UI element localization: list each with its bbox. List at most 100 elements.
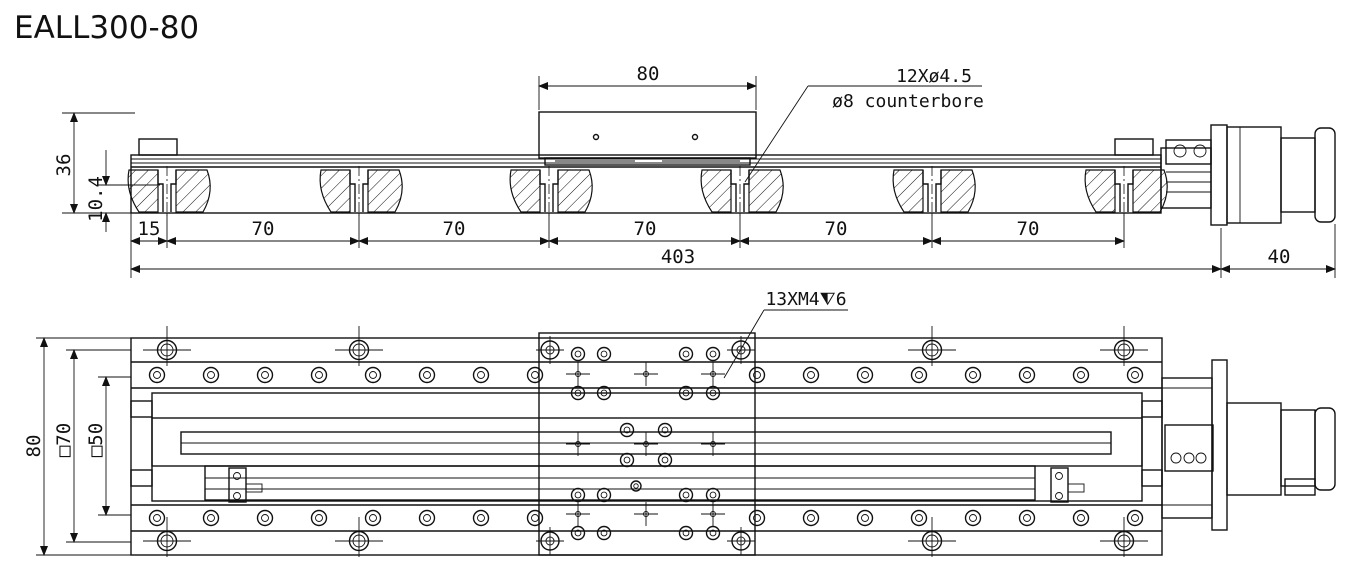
base-mount-hole — [143, 517, 191, 557]
front-carriage — [538, 111, 757, 166]
rail-bolt — [418, 366, 436, 384]
base-mount-hole — [1100, 517, 1148, 557]
dim-text-15: 15 — [138, 218, 161, 240]
carriage-hole — [619, 452, 635, 468]
rail-bolt — [472, 366, 490, 384]
center-mark — [634, 502, 658, 526]
carriage-hole — [705, 525, 721, 541]
dim-text-top-80: 80 — [23, 435, 45, 458]
rail-bolt — [148, 366, 166, 384]
rail-bolt — [202, 509, 220, 527]
center-mark — [634, 362, 658, 386]
front-cross-sections — [127, 166, 1168, 216]
base-mount-hole — [335, 326, 383, 366]
rail-bolt — [748, 509, 766, 527]
carriage-hole — [596, 346, 612, 362]
rail-bolt — [310, 366, 328, 384]
dim-text-80: 80 — [637, 63, 660, 85]
base-mount-hole — [908, 326, 956, 366]
rail-bolt — [1126, 366, 1144, 384]
carriage-hole — [570, 487, 586, 503]
note-threaded-holes: 13XM4⧨6 — [723, 289, 848, 379]
center-mark — [566, 502, 590, 526]
carriage-hole — [657, 452, 673, 468]
center-mark — [701, 432, 725, 456]
rail-bolt — [526, 366, 544, 384]
center-mark — [701, 362, 725, 386]
dim-text-403: 403 — [661, 246, 695, 268]
note-holes-text: 12Xø4.5 — [896, 66, 972, 87]
rail-bolt — [802, 509, 820, 527]
carriage-hole — [596, 487, 612, 503]
carriage-hole — [678, 385, 694, 401]
dim-carriage-width: 80 — [538, 63, 757, 110]
top-motor-assembly — [1161, 359, 1336, 531]
top-view: 13XM4⧨6 80 □70 □50 — [23, 289, 1336, 557]
carriage-hole — [678, 346, 694, 362]
carriage-hole — [705, 385, 721, 401]
dim-text-sq70: □70 — [53, 423, 75, 457]
front-end-stop-right — [1114, 138, 1154, 156]
top-carriage-plate — [536, 332, 756, 556]
carriage-hole — [678, 487, 694, 503]
rail-bolt — [364, 366, 382, 384]
rail-bolt — [418, 509, 436, 527]
base-mount-hole — [908, 517, 956, 557]
note-threads-text: 13XM4⧨6 — [765, 289, 846, 310]
limit-sensor-right — [1050, 467, 1085, 503]
carriage-hole — [678, 525, 694, 541]
carriage-hole — [705, 487, 721, 503]
dim-text-70-e: 70 — [1017, 218, 1040, 240]
dim-top-widths: 80 □70 □50 — [23, 337, 131, 556]
cross-section-3 — [509, 166, 593, 216]
carriage-hole — [570, 346, 586, 362]
cross-section-4 — [700, 166, 784, 216]
rail-bolt — [148, 509, 166, 527]
rail-bolt — [526, 509, 544, 527]
note-mounting-holes: 12Xø4.5 ø8 counterbore — [744, 66, 984, 183]
rail-bolt — [1072, 366, 1090, 384]
limit-sensor-left — [228, 467, 263, 503]
rail-bolt — [364, 509, 382, 527]
front-view: 80 12Xø4.5 ø8 counterbore 36 10.4 — [53, 63, 1336, 278]
dim-text-36: 36 — [53, 154, 75, 177]
cross-section-6 — [1084, 166, 1168, 216]
rail-bolt — [1018, 509, 1036, 527]
center-mark — [566, 432, 590, 456]
rail-bolt — [910, 366, 928, 384]
note-counterbore-text: ø8 counterbore — [832, 91, 984, 112]
rail-bolt — [802, 366, 820, 384]
cross-section-5 — [892, 166, 976, 216]
carriage-center-hole — [630, 480, 642, 492]
dim-pitch: 15 70 70 70 70 70 — [130, 213, 1125, 278]
base-mount-hole — [1100, 326, 1148, 366]
rail-bolt — [1018, 366, 1036, 384]
rail-bolt — [748, 366, 766, 384]
dim-overall: 403 40 — [130, 224, 1336, 278]
rail-bolt — [964, 509, 982, 527]
front-motor-assembly — [1160, 124, 1336, 226]
rail-bolt — [856, 509, 874, 527]
dim-text-sq50: □50 — [85, 423, 107, 457]
rail-bolt — [202, 366, 220, 384]
front-end-stop-left — [138, 138, 178, 156]
carriage-hole — [596, 525, 612, 541]
cross-section-1 — [127, 166, 211, 216]
center-mark — [566, 362, 590, 386]
base-mount-hole — [335, 517, 383, 557]
rail-bolt — [256, 509, 274, 527]
carriage-hole — [570, 525, 586, 541]
top-mounting-holes — [143, 326, 1148, 557]
rail-bolt — [1072, 509, 1090, 527]
carriage-hole — [705, 346, 721, 362]
center-mark — [701, 502, 725, 526]
rail-bolt — [310, 509, 328, 527]
carriage-hole — [596, 385, 612, 401]
rail-bolt — [256, 366, 274, 384]
carriage-hole — [657, 422, 673, 438]
front-base-body — [130, 154, 1162, 214]
center-mark — [634, 432, 658, 456]
rail-bolt — [910, 509, 928, 527]
rail-bolt — [964, 366, 982, 384]
dim-text-70-a: 70 — [252, 218, 275, 240]
